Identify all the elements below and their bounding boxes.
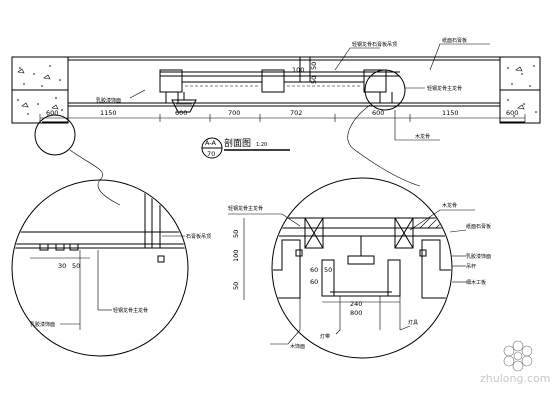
callout-connector-left — [69, 149, 121, 206]
dim-top-7: 600 — [506, 109, 518, 117]
label-right-2: 纸面石膏板 — [466, 223, 491, 230]
label-right-5: 细木工板 — [466, 279, 486, 286]
label-top-0: 轻钢龙骨石膏板吊顶 — [352, 41, 397, 48]
label-right-0: 轻钢龙骨主龙骨 — [228, 205, 263, 212]
section-letters: A-A — [205, 139, 217, 147]
watermark-text: zhulong.com — [480, 372, 550, 385]
dim-vert-0: 100 — [292, 66, 304, 74]
section-mark: A-A 70 剖面图 1:20 — [201, 137, 290, 159]
label-top-4: 乳胶漆饰面 — [96, 97, 121, 104]
label-top-3: 木龙骨 — [415, 133, 430, 140]
dim-right-b0: 240 — [350, 300, 362, 308]
detail-callout-right — [364, 69, 406, 111]
label-top-1: 纸面石膏板 — [442, 37, 467, 44]
dim-top-3: 700 — [228, 109, 240, 117]
label-right-7: 灯带 — [320, 333, 330, 340]
dim-right-i2: 60 — [310, 278, 318, 286]
dim-top-2: 600 — [175, 109, 187, 117]
pendant-lamp-icon — [171, 92, 197, 113]
label-top-2: 轻钢龙骨主龙骨 — [427, 85, 462, 92]
left-wall — [11, 56, 69, 124]
dim-top-4: 702 — [290, 109, 302, 117]
dim-vert-2: 50 — [310, 76, 318, 84]
label-right-4: 吊杆 — [466, 263, 476, 270]
label-right-1: 木龙骨 — [442, 202, 457, 209]
label-left-2: 乳胶漆饰面 — [30, 321, 55, 328]
dim-top-0: 600 — [46, 109, 58, 117]
section-scale: 1:20 — [256, 142, 267, 148]
dim-top-1: 1150 — [100, 109, 117, 117]
light-trough — [159, 57, 400, 103]
detail-left: 30 50 石膏板吊顶 轻钢龙骨主龙骨 乳胶漆饰面 — [11, 179, 211, 357]
top-section: 600 1150 600 700 702 600 1150 600 100 50… — [11, 37, 541, 206]
dim-right-v2: 50 — [232, 282, 240, 290]
dim-right-v0: 50 — [232, 230, 240, 238]
detail-right: 50 100 50 60 50 60 240 800 轻钢龙骨主龙骨 木龙骨 纸… — [228, 177, 491, 359]
dim-right-i1: 50 — [324, 266, 332, 274]
detail-callout-left — [34, 114, 76, 156]
label-right-3: 乳胶漆饰面 — [466, 253, 491, 260]
section-title: 剖面图 — [224, 137, 251, 149]
dim-right-i0: 60 — [310, 266, 318, 274]
label-left-0: 石膏板吊顶 — [186, 233, 211, 240]
right-wall — [499, 56, 541, 124]
label-left-1: 轻钢龙骨主龙骨 — [113, 307, 148, 314]
label-right-8: 灯具 — [408, 319, 418, 326]
callout-connector-right — [347, 104, 421, 187]
dim-right-v1: 100 — [232, 250, 240, 262]
dim-top-5: 600 — [372, 109, 384, 117]
section-sheet: 70 — [207, 150, 215, 158]
dim-left-0: 30 — [58, 262, 66, 270]
watermark-logo: zhulong.com — [480, 340, 550, 385]
dim-top-6: 1150 — [442, 109, 459, 117]
label-right-6: 木饰面 — [290, 343, 305, 350]
dim-left-1: 50 — [72, 262, 80, 270]
dim-right-b1: 800 — [350, 309, 362, 317]
dim-vert-1: 50 — [310, 62, 318, 70]
